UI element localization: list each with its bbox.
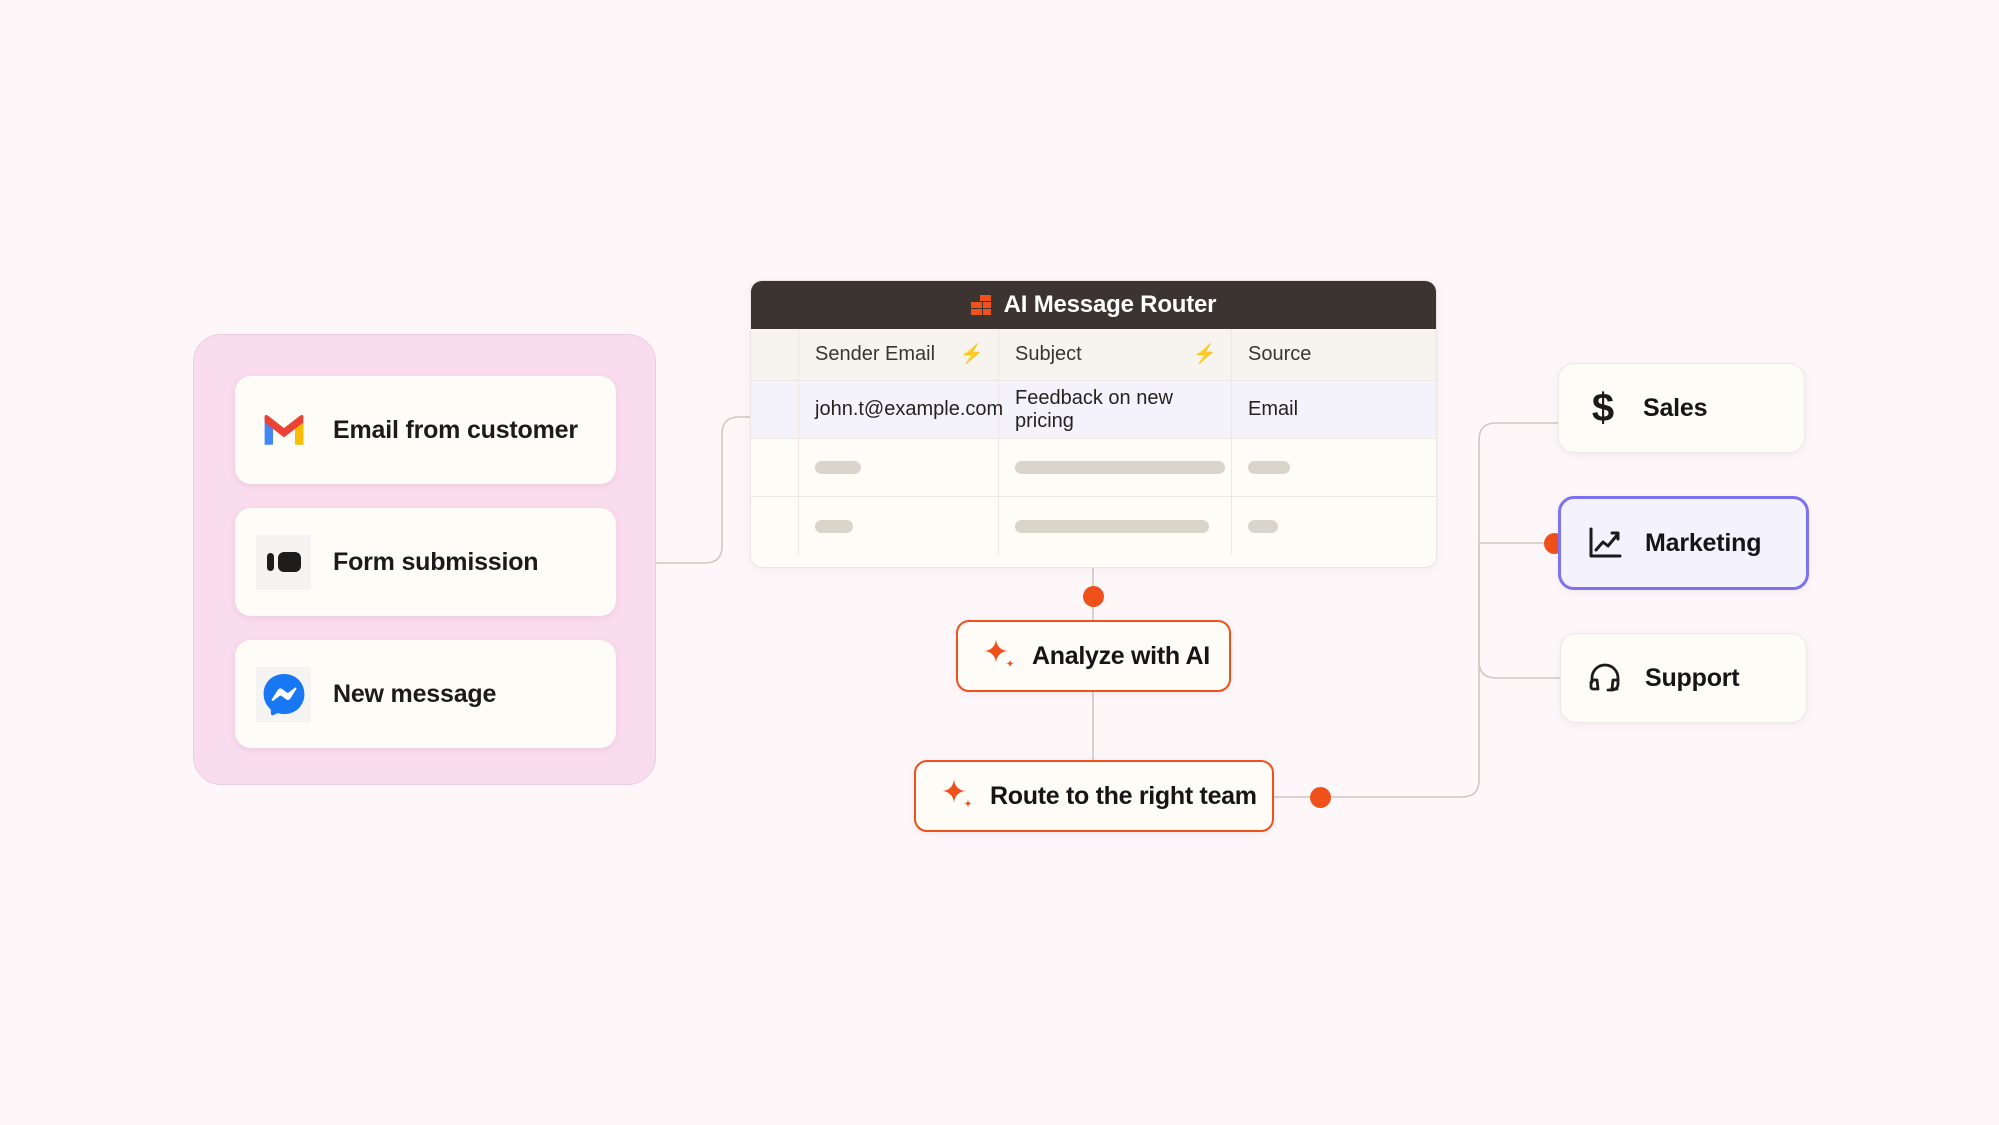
destination-label: Marketing: [1645, 528, 1762, 557]
column-header-subject[interactable]: Subject ⚡: [999, 329, 1232, 380]
source-card-label: New message: [333, 679, 497, 708]
source-card-label: Email from customer: [333, 415, 578, 444]
skeleton-bar: [1248, 461, 1290, 474]
sparkle-icon: [982, 637, 1016, 676]
router-header: AI Message Router: [751, 281, 1436, 329]
dollar-icon: $: [1591, 386, 1615, 430]
cell-skeleton: [1232, 439, 1436, 496]
header-gutter: [751, 329, 799, 380]
airtable-blocks-icon: [970, 294, 992, 316]
line-chart-icon: [1587, 525, 1623, 561]
form-icon: [256, 534, 311, 590]
column-header-sender[interactable]: Sender Email ⚡: [799, 329, 999, 380]
table-row[interactable]: [751, 497, 1436, 555]
source-card-label: Form submission: [333, 547, 539, 576]
column-header-label: Source: [1248, 343, 1312, 365]
sparkle-icon: [940, 777, 974, 816]
column-header-label: Subject: [1015, 343, 1082, 365]
source-card-form[interactable]: Form submission: [235, 508, 616, 616]
cell-skeleton: [1232, 497, 1436, 555]
ai-step-label: Route to the right team: [990, 781, 1257, 810]
row-gutter: [751, 439, 799, 496]
skeleton-bar: [1248, 519, 1278, 533]
cell-skeleton: [799, 439, 999, 496]
column-header-label: Sender Email: [815, 343, 936, 365]
destination-card-support[interactable]: Support: [1560, 633, 1807, 723]
gmail-icon: [256, 403, 311, 458]
destination-label: Support: [1645, 663, 1740, 692]
router-title: AI Message Router: [1003, 291, 1217, 318]
table-row[interactable]: [751, 439, 1436, 497]
table-header-row: Sender Email ⚡ Subject ⚡ Source: [751, 329, 1436, 381]
skeleton-bar: [1015, 461, 1225, 474]
skeleton-bar: [1015, 519, 1209, 533]
column-header-source[interactable]: Source: [1232, 329, 1436, 380]
connector-dot-route: [1310, 787, 1331, 808]
skeleton-bar: [815, 461, 861, 474]
lightning-icon: ⚡: [1193, 344, 1217, 365]
cell-skeleton: [999, 439, 1232, 496]
destination-card-sales[interactable]: $ Sales: [1558, 363, 1805, 453]
row-gutter: [751, 381, 799, 438]
cell-skeleton: [999, 497, 1232, 555]
ai-step-route[interactable]: Route to the right team: [914, 760, 1274, 832]
ai-step-analyze[interactable]: Analyze with AI: [956, 620, 1231, 692]
lightning-icon: ⚡: [960, 344, 984, 365]
destination-label: Sales: [1643, 393, 1708, 422]
messenger-icon: [256, 666, 311, 722]
source-card-email[interactable]: Email from customer: [235, 376, 616, 484]
ai-step-label: Analyze with AI: [1032, 641, 1210, 670]
skeleton-bar: [815, 519, 853, 533]
table-row[interactable]: john.t@example.com Feedback on new prici…: [751, 381, 1436, 439]
connector-dot-analyze: [1083, 586, 1104, 607]
headset-icon: [1587, 660, 1623, 696]
source-card-message[interactable]: New message: [235, 640, 616, 748]
cell-source[interactable]: Email: [1248, 398, 1299, 420]
cell-sender-email[interactable]: john.t@example.com: [799, 381, 1003, 438]
cell-skeleton: [799, 497, 999, 555]
ai-message-router-table: AI Message Router Sender Email ⚡ Subject…: [750, 280, 1437, 568]
destination-card-marketing[interactable]: Marketing: [1558, 496, 1809, 590]
row-gutter: [751, 497, 799, 555]
cell-subject[interactable]: Feedback on new pricing: [999, 381, 1232, 438]
